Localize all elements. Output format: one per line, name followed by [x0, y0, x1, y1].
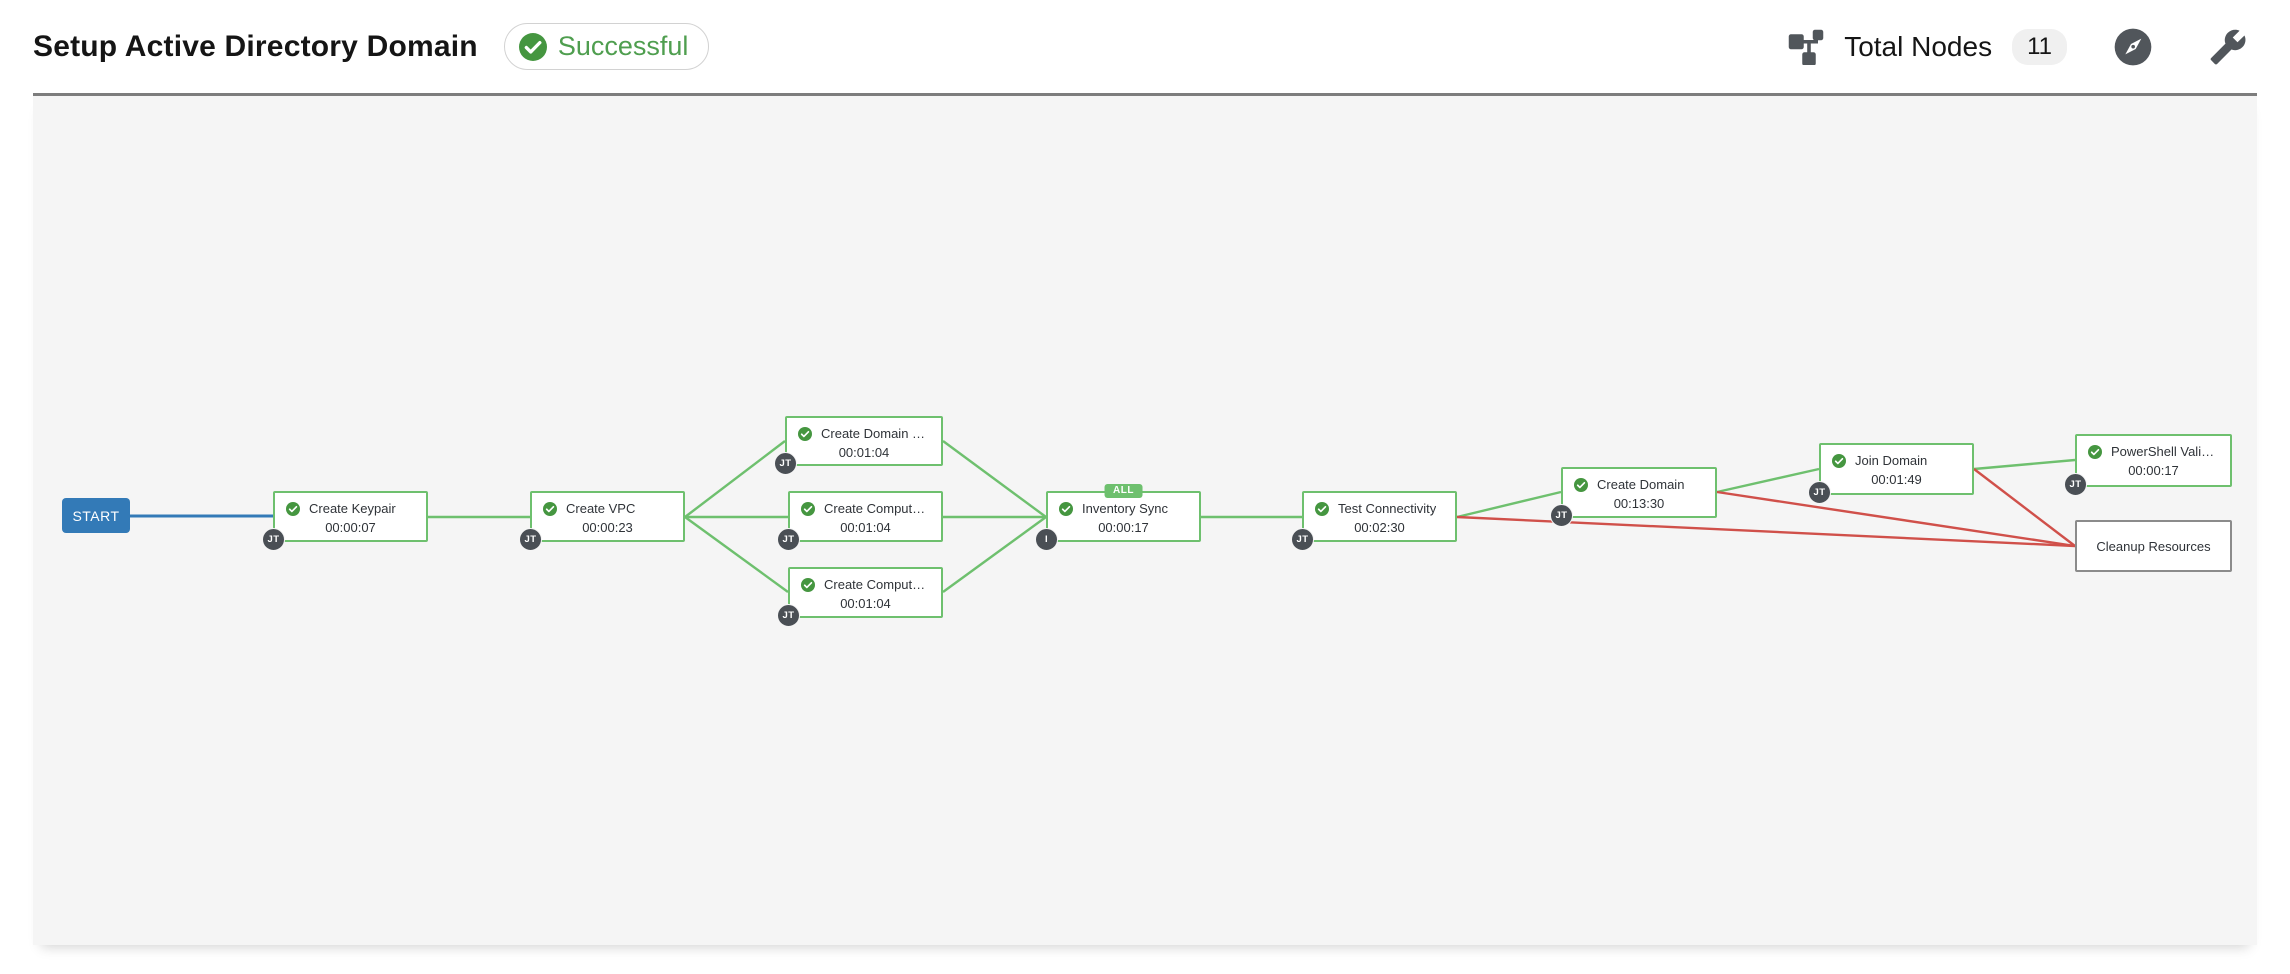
node-elapsed-time: 00:00:17 [1098, 520, 1149, 535]
node-label: Create Computer (2) [824, 577, 931, 592]
node-label: Create Computer (1) [824, 501, 931, 516]
check-icon [1315, 501, 1329, 516]
edge-create-vpc-to-create-domain-controller [684, 440, 786, 518]
workflow-node-create-domain-controller[interactable]: Create Domain Contr... 00:01:04 JT [774, 416, 943, 475]
node-elapsed-time: 00:02:30 [1354, 520, 1405, 535]
node-elapsed-time: 00:01:04 [840, 520, 891, 535]
node-elapsed-time: 00:01:04 [838, 445, 890, 460]
node-elapsed-time: 00:00:17 [2128, 463, 2179, 478]
legend-compass-button[interactable] [2113, 27, 2153, 67]
node-label: Cleanup Resources [2096, 538, 2211, 554]
check-icon [1574, 477, 1588, 492]
node-elapsed-time: 00:01:04 [840, 596, 891, 611]
node-elapsed-time: 00:00:07 [325, 520, 376, 535]
edge-create-domain-to-cleanup-resources [1716, 490, 2076, 548]
edge-create-domain-to-join-domain [1716, 467, 1820, 494]
status-badge-label: Successful [557, 31, 689, 61]
node-type-badge: JT [777, 604, 800, 627]
node-type-badge: JT [777, 528, 800, 551]
check-icon [286, 501, 300, 516]
edge-create-computer-2-to-inventory-sync [942, 516, 1047, 593]
node-type-badge: JT [1808, 481, 1831, 504]
node-type-badge: I [1035, 528, 1058, 551]
node-elapsed-time: 00:00:23 [582, 520, 633, 535]
node-type-badge: JT [774, 452, 797, 475]
node-elapsed-time: 00:01:49 [1871, 472, 1922, 487]
check-icon [1832, 453, 1846, 468]
node-type-badge: JT [519, 528, 542, 551]
total-nodes-label: Total Nodes [1844, 30, 1993, 62]
workflow-node-cleanup-resources[interactable]: Cleanup Resources [2075, 520, 2232, 572]
check-icon [801, 577, 815, 592]
node-elapsed-time: 00:13:30 [1613, 496, 1665, 511]
header-right: Total Nodes 11 [1788, 27, 2257, 67]
node-type-badge: JT [2064, 473, 2087, 496]
node-type-badge: JT [1550, 504, 1573, 527]
node-convergence-tag: ALL [1104, 484, 1143, 498]
status-badge: Successful [503, 23, 710, 70]
workflow-start-node: START [62, 498, 130, 533]
wrench-icon [2209, 28, 2247, 66]
check-icon [798, 426, 812, 441]
edge-create-domain-controller-to-inventory-sync [942, 440, 1047, 518]
edge-test-connectivity-to-create-domain [1456, 490, 1562, 519]
check-icon [2088, 444, 2102, 459]
check-icon [801, 501, 815, 516]
node-label: Create Domain Contr... [821, 426, 931, 441]
check-icon [1059, 501, 1073, 516]
success-check-icon [518, 32, 547, 61]
total-nodes-count: 11 [2012, 28, 2067, 65]
node-label: PowerShell Validation [2111, 444, 2220, 459]
compass-icon [2113, 27, 2153, 67]
node-label: Create Keypair [309, 501, 396, 516]
node-type-badge: JT [1291, 528, 1314, 551]
edge-join-domain-to-cleanup-resources [1973, 468, 2076, 547]
node-label: Inventory Sync [1082, 501, 1168, 516]
edge-join-domain-to-powershell-validation [1973, 458, 2076, 471]
workflow-icon [1788, 29, 1824, 65]
node-type-badge: JT [262, 528, 285, 551]
page-title: Setup Active Directory Domain [33, 29, 478, 63]
node-label: Create Domain [1597, 477, 1685, 492]
check-icon [543, 501, 557, 516]
edge-create-vpc-to-create-computer-2 [684, 516, 789, 593]
tools-wrench-button[interactable] [2209, 28, 2247, 66]
node-label: Test Connectivity [1338, 501, 1437, 516]
page-header: Setup Active Directory Domain Successful… [0, 0, 2290, 93]
node-label: Create VPC [566, 501, 636, 516]
node-label: Join Domain [1855, 453, 1928, 468]
